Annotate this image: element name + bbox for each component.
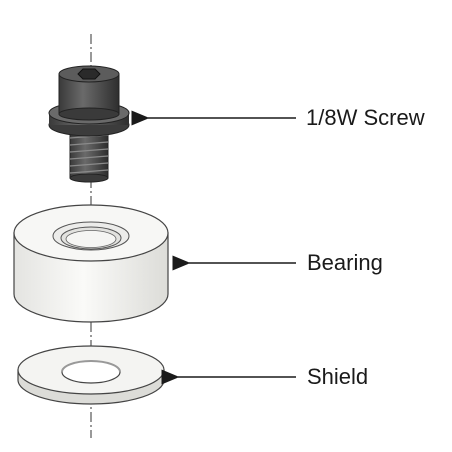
screw-label: 1/8W Screw xyxy=(306,105,425,130)
bearing-label: Bearing xyxy=(307,250,383,275)
shield-washer-icon xyxy=(17,345,165,405)
screw-icon xyxy=(48,65,130,183)
bearing-icon xyxy=(13,204,169,323)
shield-label: Shield xyxy=(307,364,369,389)
